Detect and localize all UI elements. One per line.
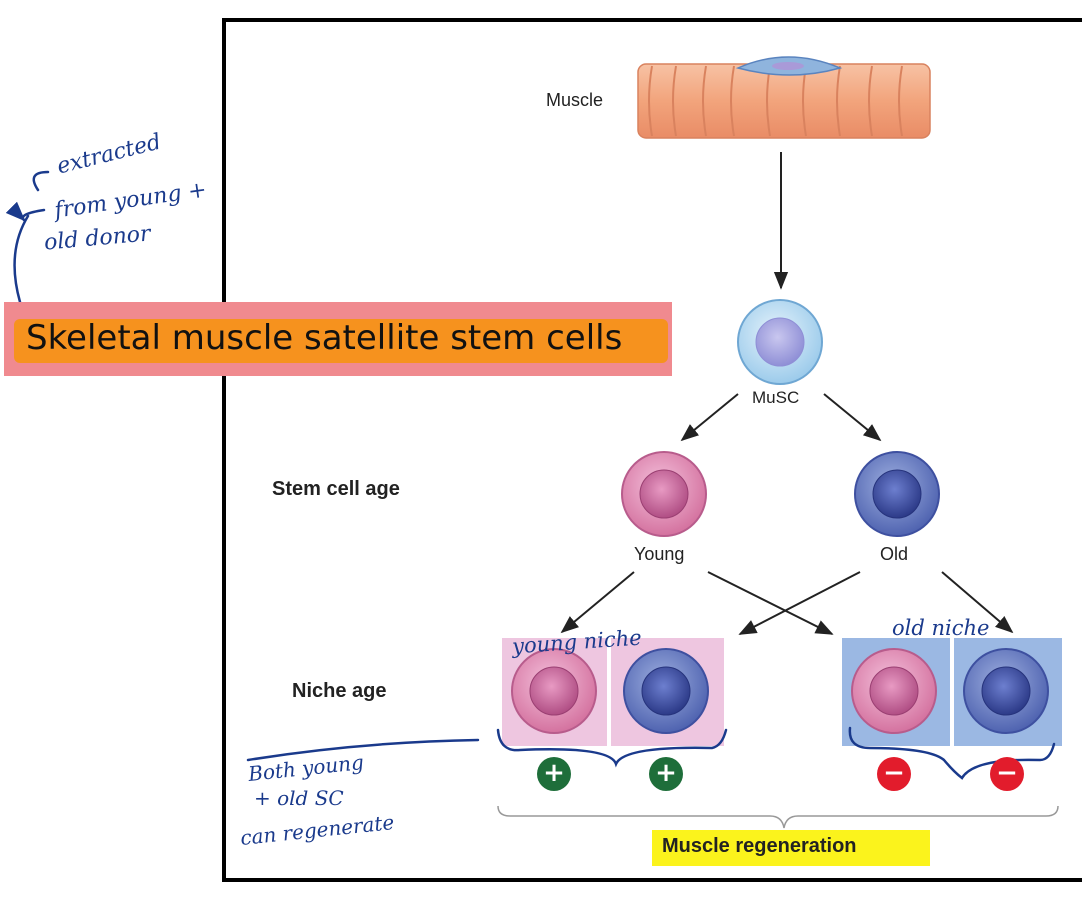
outcome-sign-1: +	[537, 757, 571, 791]
young-niche	[502, 638, 724, 746]
handwritten-strokes	[5, 170, 1056, 780]
niche-age-label: Niche age	[292, 680, 387, 702]
stem-cell-age-label: Stem cell age	[272, 478, 400, 500]
outcome-sign-4: −	[990, 757, 1024, 791]
note-both-2: + old SC	[254, 786, 344, 810]
banner-title: Skeletal muscle satellite stem cells	[26, 318, 623, 358]
musc-cell	[737, 299, 823, 385]
outcome-sign-2: +	[649, 757, 683, 791]
muscle-label: Muscle	[546, 90, 604, 110]
flow-arrows	[560, 152, 1014, 635]
young-label: Young	[634, 544, 685, 564]
old-label: Old	[880, 544, 909, 564]
outcome-sign-3: −	[877, 757, 911, 791]
regeneration-highlight	[652, 830, 930, 866]
regeneration-brace	[497, 805, 1059, 829]
banner-highlight	[14, 319, 668, 363]
note-old-niche: old niche	[892, 616, 990, 640]
young-cell	[621, 451, 707, 537]
muscle-regeneration-label: Muscle regeneration	[662, 835, 857, 857]
figure-frame	[222, 18, 1082, 882]
musc-label: MuSC	[752, 388, 800, 407]
muscle-fiber-illustration	[637, 56, 931, 139]
old-niche	[842, 638, 1062, 746]
old-cell	[854, 451, 940, 537]
